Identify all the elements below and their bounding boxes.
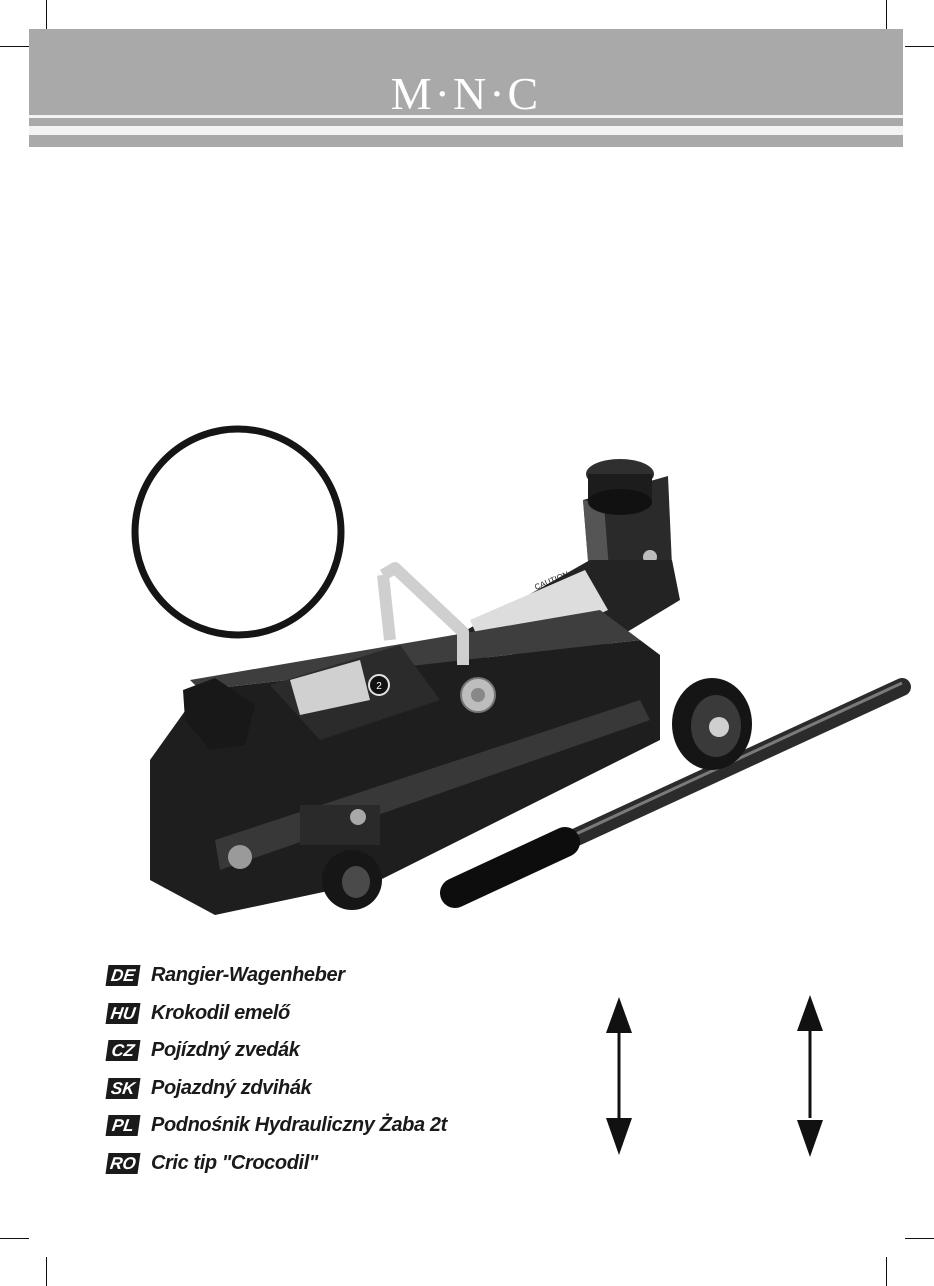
product-name: Rangier-Wagenheber [151, 964, 345, 987]
language-code: DE [106, 965, 141, 986]
product-name: Cric tip "Crocodil" [151, 1152, 318, 1175]
product-name: Krokodil emelő [151, 1002, 290, 1025]
language-code: RO [106, 1153, 141, 1174]
language-code: HU [106, 1003, 141, 1024]
language-code: SK [106, 1078, 141, 1099]
language-item-cz: CZ Pojízdný zvedák [107, 1038, 447, 1063]
double-arrow-icon [606, 997, 632, 1155]
language-item-pl: PL Podnośnik Hydrauliczny Żaba 2t [107, 1113, 447, 1138]
language-code: PL [106, 1115, 141, 1136]
language-item-sk: SK Pojazdný zdvihák [107, 1076, 447, 1101]
blank-circle-icon [135, 429, 341, 635]
capacity-badge: 2 [376, 681, 382, 692]
language-item-ro: RO Cric tip "Crocodil" [107, 1151, 447, 1176]
product-name: Pojazdný zdvihák [151, 1077, 311, 1100]
language-list: DE Rangier-Wagenheber HU Krokodil emelő … [107, 963, 447, 1189]
language-item-de: DE Rangier-Wagenheber [107, 963, 447, 988]
product-name: Pojízdný zvedák [151, 1039, 300, 1062]
language-code: CZ [106, 1040, 141, 1061]
double-arrow-icon [797, 995, 823, 1157]
jack-icon: CAUTION 2 [150, 459, 902, 915]
language-item-hu: HU Krokodil emelő [107, 1001, 447, 1026]
product-name: Podnośnik Hydrauliczny Żaba 2t [151, 1114, 447, 1137]
